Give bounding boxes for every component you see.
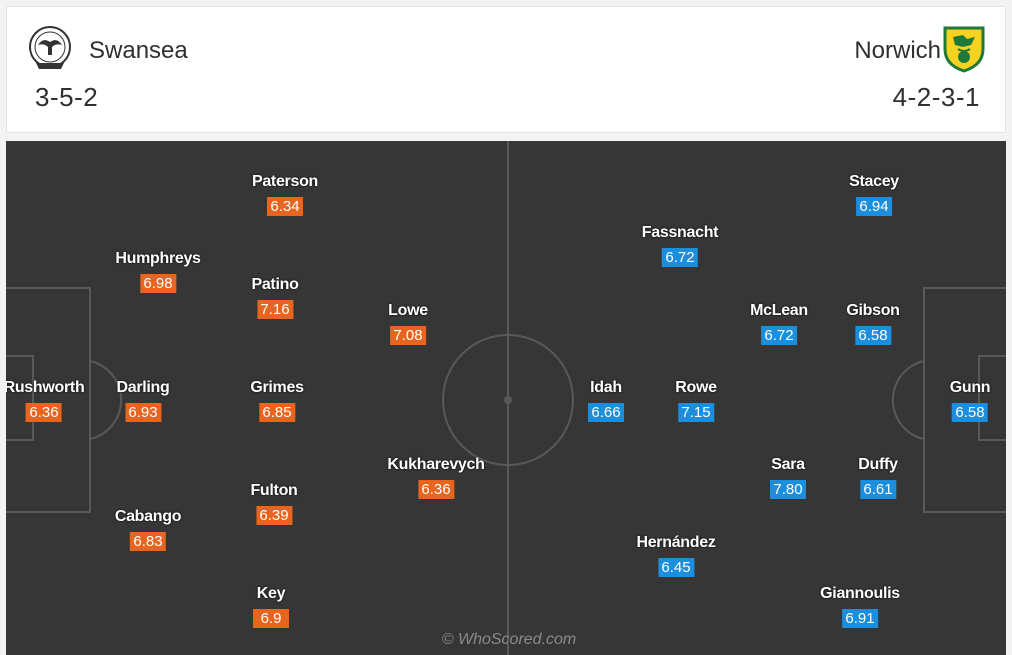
away-formation: 4-2-3-1: [892, 82, 980, 112]
home-player[interactable]: Lowe 7.08: [388, 302, 428, 345]
player-name: Cabango: [114, 508, 182, 525]
away-player[interactable]: Fassnacht 6.72: [641, 224, 719, 267]
player-name: Gibson: [846, 302, 900, 319]
player-rating: 6.36: [25, 403, 62, 422]
away-player-gk[interactable]: Gunn 6.58: [950, 379, 991, 422]
player-rating: 6.58: [855, 326, 891, 345]
home-player[interactable]: Paterson 6.34: [252, 173, 318, 216]
away-player[interactable]: McLean 6.72: [750, 302, 808, 345]
player-rating: 6.9: [253, 609, 289, 628]
player-name: Stacey: [849, 173, 899, 190]
swansea-crest-icon: [27, 25, 73, 73]
player-rating: 6.98: [139, 274, 176, 293]
home-player[interactable]: Key 6.9: [253, 585, 289, 628]
away-player[interactable]: Duffy 6.61: [858, 456, 898, 499]
player-name: Grimes: [250, 379, 304, 396]
watermark: © WhoScored.com: [441, 631, 577, 648]
pitch: Rushworth 6.36 Humphreys 6.98 Darling 6.…: [6, 141, 1006, 655]
player-name: Hernández: [636, 534, 716, 551]
player-rating: 6.34: [266, 197, 303, 216]
player-rating: 6.66: [588, 403, 624, 422]
home-player[interactable]: Grimes 6.85: [250, 379, 304, 422]
player-name: McLean: [750, 302, 808, 319]
away-player[interactable]: Giannoulis 6.91: [820, 585, 900, 628]
home-player[interactable]: Kukharevych 6.36: [387, 456, 485, 499]
home-player[interactable]: Fulton 6.39: [250, 482, 298, 525]
norwich-crest-icon: [941, 25, 987, 73]
home-player[interactable]: Darling 6.93: [116, 379, 170, 422]
player-name: Idah: [590, 379, 622, 396]
player-rating: 6.72: [661, 248, 698, 267]
player-name: Rowe: [675, 379, 717, 396]
away-team-name: Norwich: [854, 37, 941, 64]
player-name: Key: [256, 585, 286, 602]
away-player[interactable]: Hernández 6.45: [636, 534, 716, 577]
player-rating: 7.08: [389, 326, 426, 345]
away-player[interactable]: Gibson 6.58: [846, 302, 900, 345]
player-name: Rushworth: [6, 379, 85, 396]
player-rating: 6.85: [259, 403, 295, 422]
player-name: Patino: [251, 276, 299, 293]
away-player[interactable]: Stacey 6.94: [849, 173, 899, 216]
away-player[interactable]: Idah 6.66: [588, 379, 624, 422]
player-rating: 6.72: [761, 326, 797, 345]
player-rating: 6.45: [657, 558, 694, 577]
player-rating: 6.83: [129, 532, 166, 551]
player-name: Gunn: [949, 379, 991, 396]
player-name: Fulton: [250, 482, 298, 499]
player-rating: 6.39: [255, 506, 292, 525]
player-name: Lowe: [388, 302, 428, 319]
home-player[interactable]: Patino 7.16: [251, 276, 299, 319]
player-rating: 6.93: [125, 403, 161, 422]
player-name: Duffy: [858, 456, 898, 473]
player-rating: 6.58: [951, 403, 988, 422]
home-player[interactable]: Cabango 6.83: [115, 508, 181, 551]
away-player[interactable]: Rowe 7.15: [675, 379, 717, 422]
home-player-gk[interactable]: Rushworth 6.36: [6, 379, 85, 422]
home-player[interactable]: Humphreys 6.98: [115, 250, 201, 293]
player-name: Darling: [116, 379, 170, 396]
player-rating: 6.36: [417, 480, 454, 499]
home-formation: 3-5-2: [35, 82, 99, 112]
player-rating: 6.91: [842, 609, 878, 628]
player-name: Fassnacht: [641, 224, 719, 241]
home-team-name: Swansea: [89, 37, 188, 64]
player-rating: 7.16: [257, 300, 293, 319]
player-rating: 7.80: [770, 480, 806, 499]
player-rating: 6.61: [859, 480, 896, 499]
match-header: Swansea 3-5-2 Norwich 4-2-3-1: [6, 6, 1006, 133]
player-name: Kukharevych: [387, 456, 485, 473]
player-name: Humphreys: [115, 250, 201, 267]
player-rating: 6.94: [855, 197, 892, 216]
player-name: Giannoulis: [820, 585, 900, 602]
player-name: Sara: [771, 456, 805, 473]
away-player[interactable]: Sara 7.80: [770, 456, 806, 499]
player-name: Paterson: [251, 173, 319, 190]
player-rating: 7.15: [677, 403, 714, 422]
pitch-markings: [6, 141, 1006, 655]
